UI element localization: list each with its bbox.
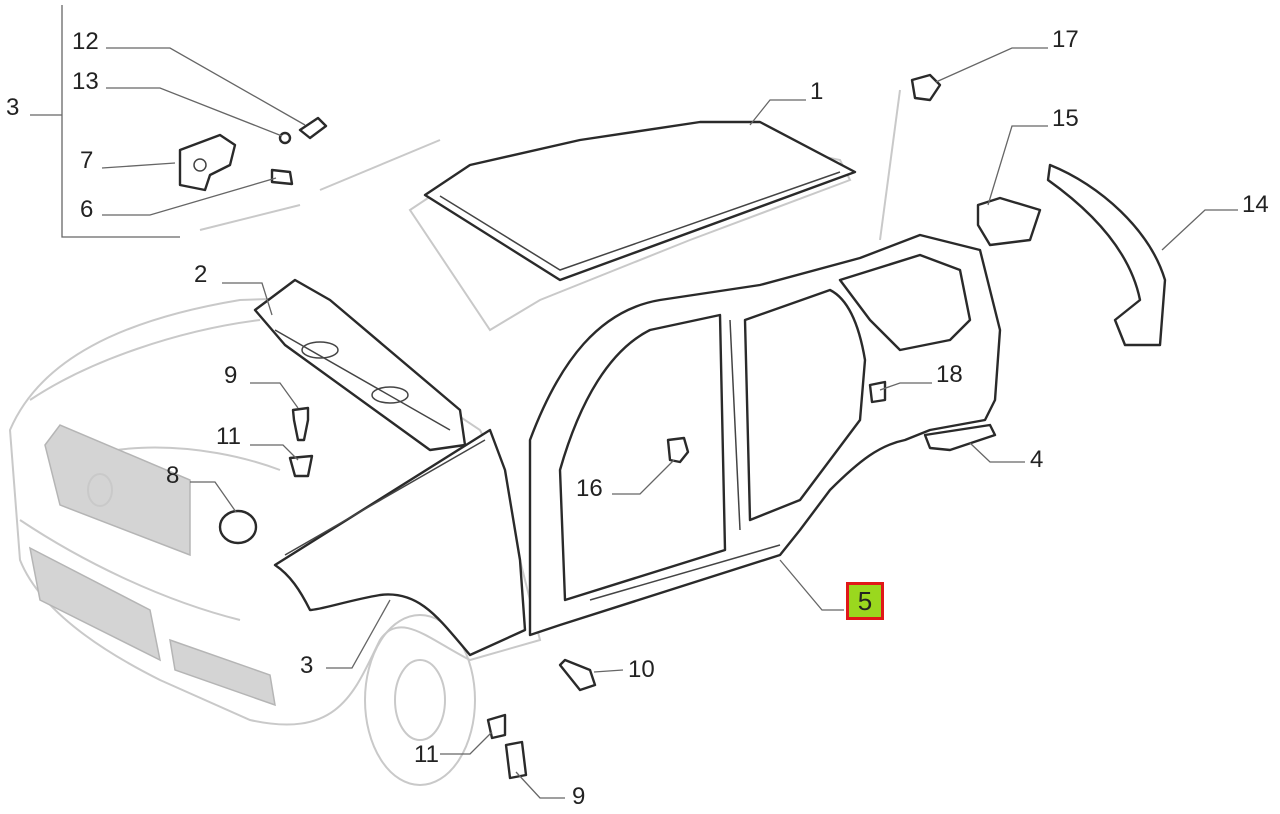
sill-bracket-4 — [923, 423, 997, 452]
callout-11-top: 11 — [216, 423, 241, 450]
washer-13-icon — [278, 131, 292, 145]
hinge-bracket-7 — [178, 133, 237, 192]
callout-11-bottom: 11 — [414, 741, 439, 768]
plug-8-icon — [218, 509, 258, 545]
clip-11-bottom-icon — [486, 713, 507, 740]
callout-9-top: 9 — [224, 362, 238, 389]
callout-17: 17 — [1052, 26, 1079, 53]
callout-4: 4 — [1030, 446, 1044, 473]
screw-9-bottom-icon — [504, 740, 528, 780]
callout-2: 2 — [194, 261, 208, 288]
callout-5-highlighted[interactable]: 5 — [846, 582, 884, 620]
car-front-ghost-outline — [8, 89, 901, 786]
roof-panel — [423, 120, 857, 282]
callout-18: 18 — [936, 361, 963, 388]
leader-lines — [30, 5, 1238, 799]
cowl-crossmember — [253, 278, 467, 452]
callout-3-top: 3 — [6, 94, 20, 121]
callout-12: 12 — [72, 28, 99, 55]
callout-8: 8 — [166, 462, 180, 489]
front-fender — [273, 428, 527, 657]
fastener-17-icon — [910, 73, 942, 102]
side-body-panel — [528, 233, 1002, 637]
callout-3-bottom: 3 — [300, 652, 314, 679]
callout-10: 10 — [628, 656, 655, 683]
bracket-15 — [976, 196, 1042, 247]
fasteners — [218, 73, 942, 780]
bolt-6-icon — [270, 168, 294, 186]
bolt-12-icon — [298, 116, 328, 140]
callout-7: 7 — [80, 147, 94, 174]
callout-16: 16 — [576, 475, 603, 502]
callout-15: 15 — [1052, 105, 1079, 132]
callout-6: 6 — [80, 196, 94, 223]
callout-1: 1 — [810, 78, 824, 105]
wheel-arch-inner — [1046, 163, 1167, 347]
plug-18-icon — [868, 380, 887, 404]
plug-16-icon — [666, 436, 690, 464]
callout-14: 14 — [1242, 191, 1269, 218]
bolt-10-icon — [558, 658, 597, 692]
clip-11-top-icon — [288, 454, 314, 478]
screw-9-top-icon — [291, 406, 310, 442]
callout-9-bottom: 9 — [572, 783, 586, 810]
callout-13: 13 — [72, 68, 99, 95]
